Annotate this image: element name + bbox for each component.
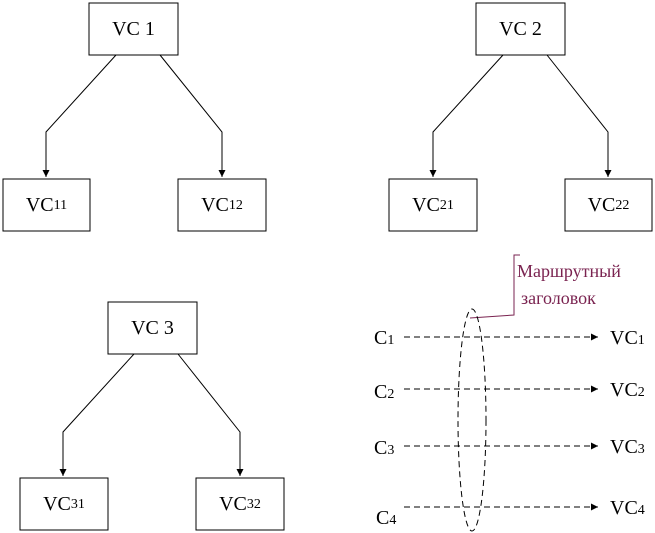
input-label-3: C3 [374,437,394,459]
input-label-4: C4 [376,507,396,529]
tree-2-right-child-box [564,178,653,232]
annotation-bracket [469,254,520,319]
tree-2: VC 2 VC21 VC22 [388,2,653,232]
output-label-1: VC1 [610,327,645,349]
tree-3-right-child-box [195,477,285,531]
tree-1-left-edge [42,54,117,177]
tree-3-right-edge [177,353,244,476]
tree-2-left-edge [429,54,504,177]
tree-3-left-edge [59,353,135,476]
annotation-line-1: Маршрутный [517,261,621,281]
tree-1: VC 1 VC11 VC12 [2,2,267,232]
tree-1-left-child-label: VC11 [26,194,67,216]
tree-2-left-child-box [388,178,478,232]
tree-3: VC 3 VC31 VC32 [19,301,285,531]
routing-header-ellipse [457,308,487,532]
tree-2-right-edge [546,54,612,177]
input-label-2: C2 [374,381,394,403]
tree-1-right-child-label: VC12 [201,194,243,216]
tree-2-right-child-label: VC22 [588,194,630,216]
tree-1-root-label: VC 1 [112,18,155,40]
input-label-1: C1 [374,327,394,349]
routing-panel: Маршрутный заголовок C1 VC1 C2 VC2 C3 VC… [374,254,645,532]
tree-3-root-box [107,301,198,355]
tree-1-right-edge [159,54,226,177]
output-label-4: VC4 [610,497,645,519]
tree-3-left-child-box [19,477,109,531]
tree-2-root-label: VC 2 [499,18,542,40]
tree-3-right-child-label: VC32 [219,493,261,515]
tree-1-root-box [88,2,179,56]
tree-1-right-child-box [177,178,267,232]
tree-3-left-child-label: VC31 [43,493,85,515]
annotation-line-2: заголовок [521,288,596,308]
output-label-3: VC3 [610,436,645,458]
tree-2-left-child-label: VC21 [412,194,454,216]
output-label-2: VC2 [610,379,645,401]
tree-1-left-child-box [2,178,91,232]
tree-2-root-box [475,2,566,56]
tree-3-root-label: VC 3 [131,317,174,339]
